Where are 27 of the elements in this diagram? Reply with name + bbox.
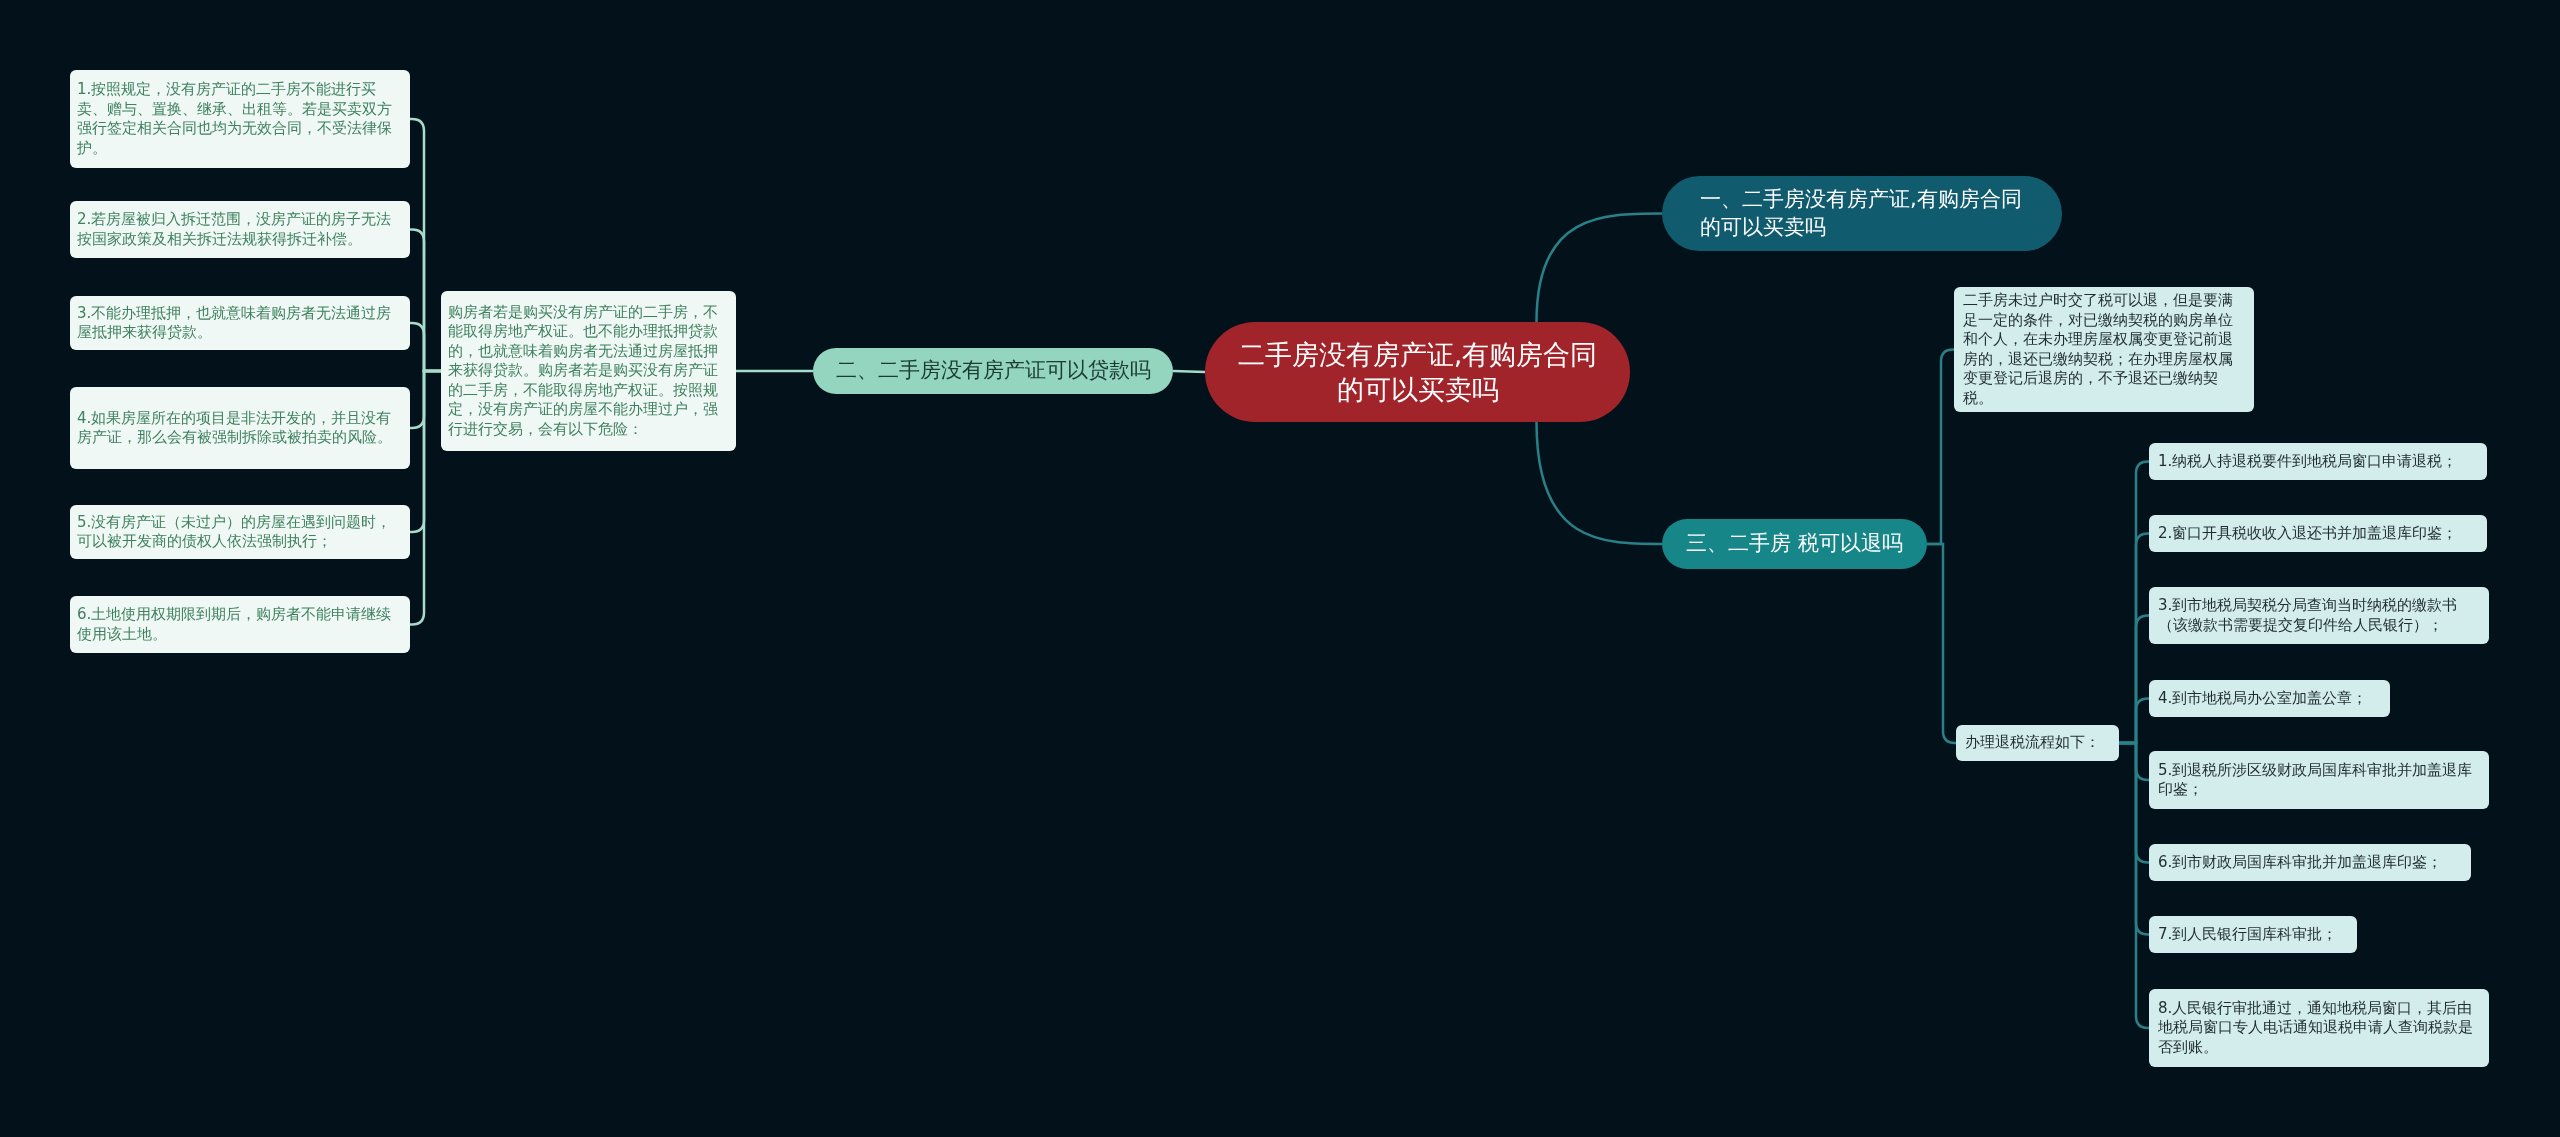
note-box: 4.到市地税局办公室加盖公章； [2149,680,2390,717]
note-box: 二手房未过户时交了税可以退，但是要满足一定的条件，对已缴纳契税的购房单位和个人，在未办理房屋权属变更登记前退房的，退还已缴纳契税；在办理房屋权属变更登记后退房的，不予退还已缴纳契税。 [1954,287,2254,412]
note-box: 8.人民银行审批通过，通知地税局窗口，其后由地税局窗口专人电话通知退税申请人查询税款是否到账。 [2149,989,2489,1067]
connector-line [1172,369,1206,374]
topic-box: 二、二手房没有房产证可以贷款吗 [813,348,1173,394]
note-box: 7.到人民银行国库科审批； [2149,916,2357,953]
note-box: 1.按照规定，没有房产证的二手房不能进行买卖、赠与、置换、继承、出租等。若是买卖双方强行签定相关合同也均为无效合同，不受法律保护。 [70,70,410,168]
note-box: 2.窗口开具税收收入退还书并加盖退库印鉴； [2149,515,2487,552]
note-box: 2.若房屋被归入拆迁范围，没房产证的房子无法按国家政策及相关拆迁法规获得拆迁补偿。 [70,201,410,258]
note-box: 办理退税流程如下： [1956,725,2119,761]
topic-box: 三、二手房 税可以退吗 [1662,519,1927,569]
note-box: 3.不能办理抵押，也就意味着购房者无法通过房屋抵押来获得贷款。 [70,296,410,350]
connector-line [1535,421,1662,546]
note-box: 4.如果房屋所在的项目是非法开发的，并且没有房产证，那么会有被强制拆除或被拍卖的风险。 [70,387,410,469]
note-box: 5.没有房产证（未过户）的房屋在遇到问题时，可以被开发商的债权人依法强制执行； [70,505,410,559]
connector-line [1535,212,1662,323]
connector-line [736,369,813,373]
note-box: 5.到退税所涉区级财政局国库科审批并加盖退库印鉴； [2149,751,2489,809]
note-box: 3.到市地税局契税分局查询当时纳税的缴款书（该缴款书需要提交复印件给人民银行）； [2149,587,2489,644]
central-topic: 二手房没有房产证,有购房合同的可以买卖吗 [1205,322,1630,422]
topic-box: 一、二手房没有房产证,有购房合同的可以买卖吗 [1662,176,2062,251]
note-box: 购房者若是购买没有房产证的二手房，不能取得房地产权证。也不能办理抵押贷款的，也就意味着购房者无法通过房屋抵押来获得贷款。购房者若是购买没有房产证的二手房，不能取得房地产权证。按照规定，没有房产证的房屋不能办理过户，强行进行交易，会有以下危险： [441,291,736,451]
note-box: 6.土地使用权期限到期后，购房者不能申请继续使用该土地。 [70,596,410,653]
note-box: 1.纳税人持退税要件到地税局窗口申请退税； [2149,443,2487,480]
note-box: 6.到市财政局国库科审批并加盖退库印鉴； [2149,844,2471,881]
connector-line [1927,542,1957,745]
connector-line [2119,741,2150,1030]
